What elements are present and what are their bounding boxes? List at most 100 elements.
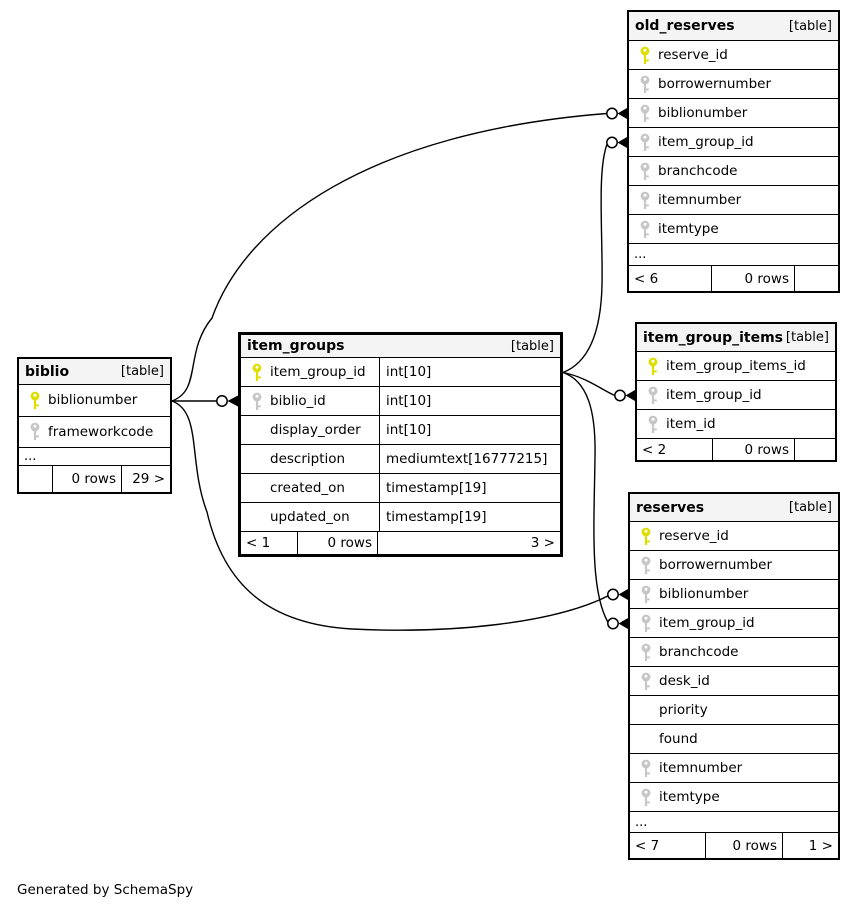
footer-related-left xyxy=(19,466,53,492)
table-reserves[interactable]: reserves [table] reserve_id borrowernumber b… xyxy=(628,492,840,860)
primary-key-icon xyxy=(640,46,650,64)
table-header: reserves [table] xyxy=(630,494,838,522)
index-key-icon xyxy=(641,614,651,632)
column-name: biblionumber xyxy=(659,586,749,602)
table-name[interactable]: old_reserves xyxy=(635,18,735,34)
ellipsis-row: ... xyxy=(629,244,838,266)
column-row-reserve_id: reserve_id xyxy=(629,41,838,70)
column-row-desk_id: desk_id xyxy=(630,667,838,696)
column-row-itemnumber: itemnumber xyxy=(629,186,838,215)
relationship-line-biblio-old_reserves xyxy=(171,112,607,402)
column-name: itemtype xyxy=(658,221,719,237)
column-row-frameworkcode: frameworkcode xyxy=(19,417,170,448)
column-name-cell: updated_on xyxy=(241,503,380,531)
column-name: desk_id xyxy=(659,673,710,689)
column-name-cell: display_order xyxy=(241,416,380,444)
index-key-icon xyxy=(641,585,651,603)
column-row-itemnumber: itemnumber xyxy=(630,754,838,783)
table-item_groups[interactable]: item_groups [table] item_group_id int[10] bi… xyxy=(238,332,563,557)
column-name: item_id xyxy=(666,416,716,432)
column-row-itemtype: itemtype xyxy=(629,215,838,244)
column-name: biblio_id xyxy=(270,393,326,409)
ellipsis-row: ... xyxy=(630,812,838,833)
table-old_reserves[interactable]: old_reserves [table] reserve_id borrowernum… xyxy=(627,10,840,293)
column-name: updated_on xyxy=(270,509,350,525)
column-name: biblionumber xyxy=(48,392,138,409)
index-key-icon xyxy=(641,788,651,806)
table-tag: [table] xyxy=(785,330,829,345)
table-tag: [table] xyxy=(788,18,832,34)
column-row-borrowernumber: borrowernumber xyxy=(630,551,838,580)
column-name: branchcode xyxy=(658,163,738,179)
footer-related-left: < 2 xyxy=(637,439,713,460)
fk-connector-reserves-item_group_id xyxy=(607,617,628,630)
column-name: item_group_items_id xyxy=(666,358,806,374)
fk-connector-item_groups-biblio_id xyxy=(216,395,238,407)
column-row-itemtype: itemtype xyxy=(630,783,838,812)
column-name-cell: biblio_id xyxy=(241,387,380,415)
column-row-biblionumber: biblionumber xyxy=(629,99,838,128)
column-name: biblionumber xyxy=(658,105,748,121)
primary-key-icon xyxy=(641,527,651,545)
index-key-icon xyxy=(648,415,658,433)
table-item_group_items[interactable]: item_group_items[table] item_group_items_… xyxy=(635,322,837,462)
index-key-icon xyxy=(641,556,651,574)
table-name[interactable]: item_group_items xyxy=(643,329,784,346)
column-name: itemnumber xyxy=(658,192,742,208)
column-row-reserve_id: reserve_id xyxy=(630,522,838,551)
column-name: reserve_id xyxy=(659,528,729,544)
column-type-cell: mediumtext[16777215] xyxy=(380,451,547,467)
fk-connector-old_reserves-biblionumber xyxy=(606,107,627,120)
column-row-priority: priority xyxy=(630,696,838,725)
column-name: priority xyxy=(659,702,708,718)
column-row-description: description mediumtext[16777215] xyxy=(241,445,560,474)
column-name: reserve_id xyxy=(658,47,728,63)
footer-related-right: 29 > xyxy=(132,471,165,487)
column-row-borrowernumber: borrowernumber xyxy=(629,70,838,99)
index-key-icon xyxy=(641,643,651,661)
column-row-biblionumber: biblionumber xyxy=(19,385,170,417)
column-name: borrowernumber xyxy=(658,76,772,92)
footer-row-count: 0 rows xyxy=(298,532,378,554)
fk-connector-item_group_items-item_group_id xyxy=(614,389,635,402)
relationship-line-item_groups-old_reserves xyxy=(562,144,608,374)
footer-related-right: 3 > xyxy=(530,535,555,551)
generator-note: Generated by SchemaSpy xyxy=(17,882,194,898)
column-name: itemnumber xyxy=(659,760,743,776)
column-name: created_on xyxy=(270,480,345,496)
ellipsis-text: ... xyxy=(635,814,648,830)
column-name: item_group_id xyxy=(659,615,755,631)
table-tag: [table] xyxy=(788,500,832,515)
ellipsis-text: ... xyxy=(24,449,37,464)
table-header: old_reserves [table] xyxy=(629,12,838,41)
table-name[interactable]: biblio xyxy=(25,363,70,380)
column-name: item_group_id xyxy=(666,387,762,403)
column-row-found: found xyxy=(630,725,838,754)
footer-row-count: 0 rows xyxy=(713,439,795,460)
index-key-icon xyxy=(30,422,40,441)
column-type: int[10] xyxy=(386,422,432,438)
table-name[interactable]: item_groups xyxy=(247,338,345,354)
footer-row-count: 0 rows xyxy=(712,266,795,291)
table-tag: [table] xyxy=(510,338,554,354)
index-key-icon xyxy=(648,386,658,404)
column-row-item_group_items_id: item_group_items_id xyxy=(637,352,835,381)
column-row-biblionumber: biblionumber xyxy=(630,580,838,609)
column-name: description xyxy=(270,451,346,467)
column-name-cell: item_group_id xyxy=(241,358,380,386)
column-name: display_order xyxy=(270,422,361,438)
index-key-icon xyxy=(641,759,651,777)
column-row-branchcode: branchcode xyxy=(629,157,838,186)
column-name-cell: created_on xyxy=(241,474,380,502)
column-row-item_group_id: item_group_id xyxy=(630,609,838,638)
table-header: item_group_items[table] xyxy=(637,324,835,352)
footer-related-right xyxy=(795,266,838,291)
index-key-icon xyxy=(640,162,650,180)
column-name: frameworkcode xyxy=(48,423,154,440)
relationship-line-item_groups-reserves xyxy=(562,371,609,623)
index-key-icon xyxy=(640,75,650,93)
table-name[interactable]: reserves xyxy=(636,499,705,516)
